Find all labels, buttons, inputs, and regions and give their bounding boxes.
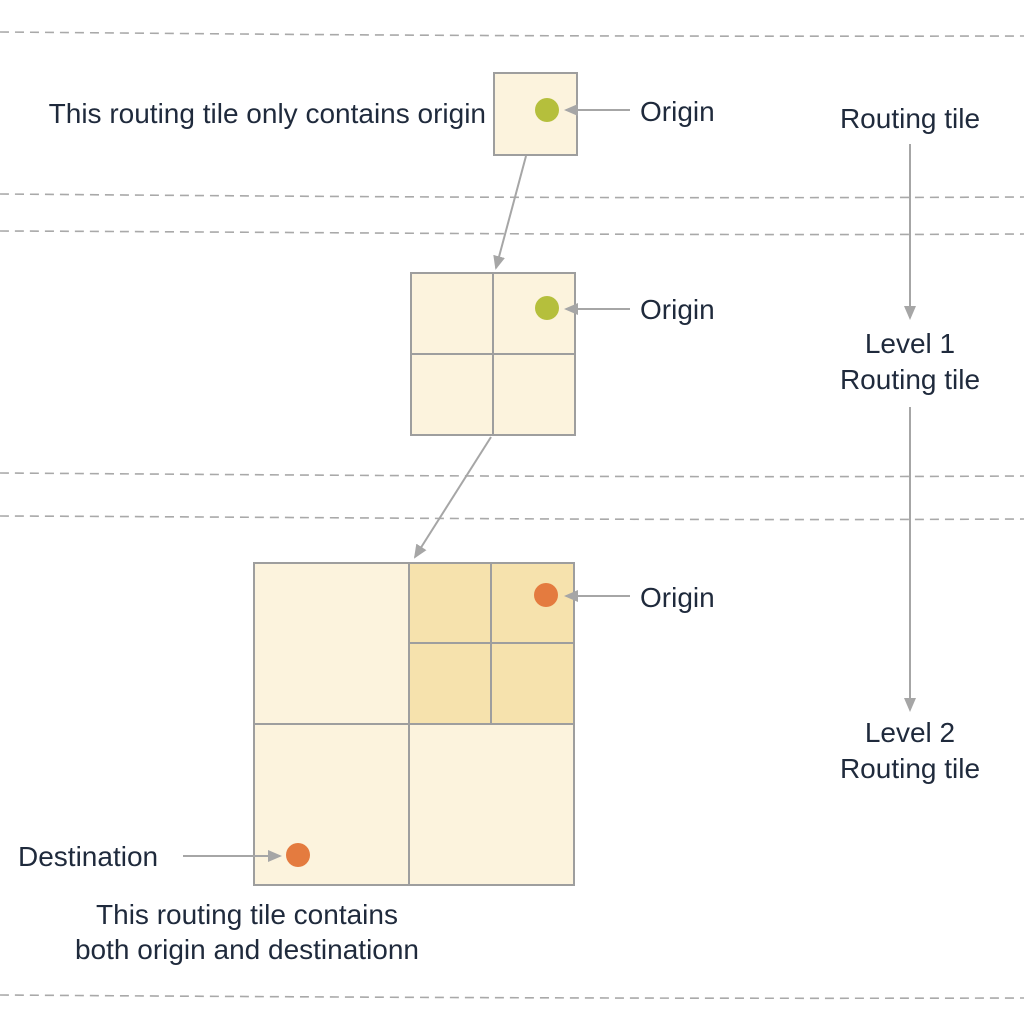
divider-line	[0, 472, 1024, 478]
tile-cell-highlight	[490, 642, 575, 725]
routing-tile-level-2	[253, 562, 575, 886]
origin-label-mid: Origin	[640, 294, 715, 325]
arrow-tile-0-to-1	[493, 155, 527, 270]
divider-line	[0, 31, 1024, 37]
tile-cell-highlight	[490, 562, 575, 644]
destination-label: Destination	[18, 841, 158, 872]
tile-cell-highlight	[408, 562, 492, 644]
origin-point	[535, 98, 559, 122]
origin-label-top: Origin	[640, 96, 715, 127]
arrows	[183, 104, 916, 862]
level-1-label-line-2: Routing tile	[840, 364, 980, 395]
labels: This routing tile only contains origin O…	[18, 96, 980, 965]
tile-cell	[410, 353, 494, 436]
origin-label-bottom: Origin	[640, 582, 715, 613]
divider-line	[0, 515, 1024, 521]
tile-cell	[410, 272, 494, 355]
level-2-label-line-2: Routing tile	[840, 753, 980, 784]
divider-line	[0, 994, 1024, 1000]
tile-cell	[253, 723, 410, 886]
level-0-label: Routing tile	[840, 103, 980, 134]
tile-cell	[492, 353, 576, 436]
top-tile-note: This routing tile only contains origin	[49, 98, 486, 129]
tile-cell	[408, 723, 575, 886]
bottom-note-line-1: This routing tile contains	[96, 899, 398, 930]
divider-line	[0, 193, 1024, 199]
bottom-note-line-2: both origin and destinationn	[75, 934, 419, 965]
arrow-tile-1-to-2	[413, 436, 492, 559]
tile-cell-highlight	[408, 642, 492, 725]
level-1-label-line-1: Level 1	[865, 328, 955, 359]
divider-line	[0, 230, 1024, 236]
tile-cell	[253, 562, 410, 725]
origin-point	[534, 583, 558, 607]
routing-tile-level-0	[493, 72, 578, 156]
level-dividers	[0, 31, 1024, 1000]
tile-cell	[493, 72, 578, 156]
level-2-label-line-1: Level 2	[865, 717, 955, 748]
origin-point	[535, 296, 559, 320]
tile-cell	[492, 272, 576, 355]
destination-point	[286, 843, 310, 867]
routing-tile-level-1	[410, 272, 576, 436]
